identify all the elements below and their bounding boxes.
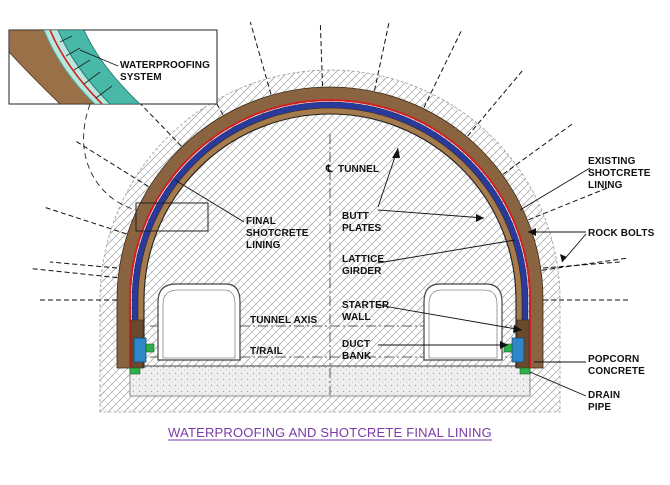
centerline-label: TUNNEL — [338, 164, 379, 175]
popcorn-concrete-label-1: POPCORN — [588, 354, 639, 365]
duct-bank-left — [133, 337, 155, 363]
starter-wall-label-1: STARTER — [342, 300, 390, 311]
t-rail-label: T/RAIL — [250, 346, 283, 357]
labels: ℄ TUNNEL FINAL SHOTCRETE LINING BUTT PLA… — [246, 156, 655, 413]
starter-wall-label-2: WALL — [342, 312, 371, 323]
rock-bolt — [423, 30, 462, 108]
centerline-symbol: ℄ — [325, 164, 333, 175]
rock-bolt — [467, 69, 524, 137]
diagram-title: WATERPROOFING AND SHOTCRETE FINAL LINING — [168, 425, 492, 440]
rock-bolt — [31, 268, 118, 279]
lattice-girder-label-2: GIRDER — [342, 266, 382, 277]
butt-plates-label-1: BUTT — [342, 211, 369, 222]
rock-mass — [99, 69, 561, 413]
rock-bolt — [121, 83, 182, 147]
rock-bolt — [49, 261, 118, 269]
duct-bank-label-1: DUCT — [342, 339, 370, 350]
rock-bolts-label: ROCK BOLTS — [588, 228, 655, 239]
drain-pipe-label-2: PIPE — [588, 402, 611, 413]
leader-arrowheads — [392, 148, 567, 349]
waterproofing-membrane — [129, 99, 531, 368]
duct-bank-label-2: BANK — [342, 351, 372, 362]
drain-pipe-left — [129, 367, 141, 375]
rock-bolt — [75, 140, 149, 188]
inset-label-line-2: SYSTEM — [120, 72, 162, 83]
rock-bolts — [31, 21, 630, 301]
rock-bolt — [44, 206, 127, 235]
lattice-girder-label-1: LATTICE — [342, 254, 384, 265]
train-left — [157, 283, 241, 361]
existing-shotcrete-label-2: SHOTCRETE — [588, 168, 651, 179]
final-shotcrete-label-1: FINAL — [246, 216, 276, 227]
rock-bolt — [319, 21, 323, 87]
rock-bolt — [528, 187, 609, 221]
tunnel-axis-label: TUNNEL AXIS — [250, 315, 317, 326]
drain-pipe-label-1: DRAIN — [588, 390, 620, 401]
detail-callout — [83, 103, 209, 232]
drain-pipe-right — [519, 367, 531, 375]
existing-shotcrete-label-3: LINING — [588, 180, 623, 191]
waterproofing-inset: WATERPROOFING SYSTEM — [8, 29, 218, 105]
rock-bolt — [541, 257, 628, 271]
train-right — [423, 283, 503, 361]
final-shotcrete-label-3: LINING — [246, 240, 281, 251]
duct-bank-right — [503, 337, 525, 363]
inset-label-line-1: WATERPROOFING — [120, 60, 210, 71]
rock-bolt — [502, 123, 573, 175]
rock-bolt — [542, 261, 621, 269]
existing-shotcrete-label-1: EXISTING — [588, 156, 636, 167]
butt-plates-label-2: PLATES — [342, 223, 382, 234]
rock-bolt — [374, 21, 390, 91]
popcorn-concrete-label-2: CONCRETE — [588, 366, 645, 377]
final-shotcrete-label-2: SHOTCRETE — [246, 228, 309, 239]
rock-bolt — [249, 21, 272, 95]
